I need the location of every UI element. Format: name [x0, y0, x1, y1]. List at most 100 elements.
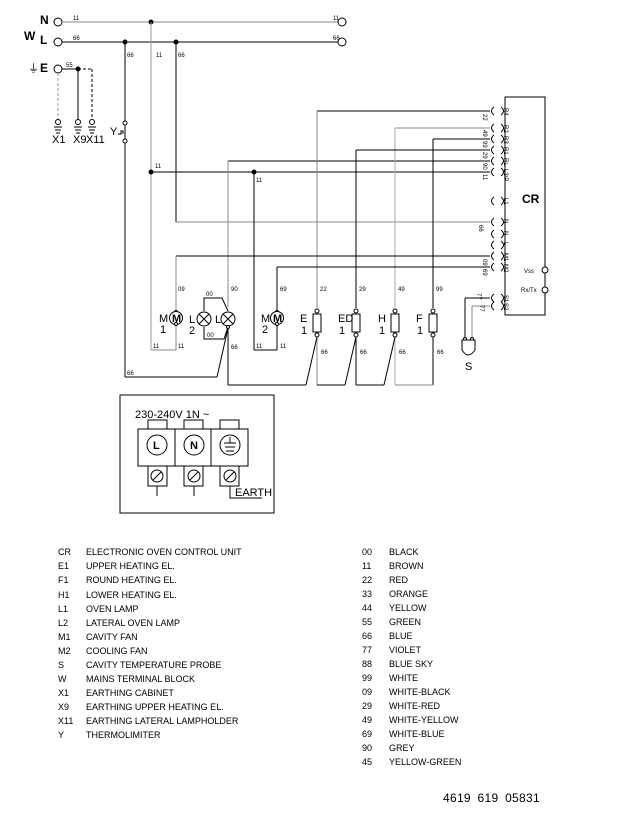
terminal-l-label: L [40, 33, 47, 47]
cooling-fan-motor-icon [270, 310, 284, 326]
legend-description: LATERAL OVEN LAMP [86, 618, 181, 628]
wire-num: 66 [360, 350, 367, 356]
lateral-lamp-icon [196, 311, 212, 327]
wire-num: 00 [206, 292, 213, 298]
legend-code: F1 [58, 575, 69, 585]
wire-num: 49 [481, 130, 487, 137]
terminal-l [53, 37, 63, 47]
legend-description: EARTHING UPPER HEATING EL. [86, 702, 224, 712]
lamp-top-wire [203, 297, 229, 312]
wire-num: 11 [256, 178, 263, 184]
terminal-n [53, 17, 63, 27]
connector-pin-icon [500, 106, 504, 116]
earth-point-x1 [54, 119, 62, 134]
connector-socket-icon [491, 106, 495, 116]
legend-code: H1 [58, 590, 70, 600]
legend-item: X9 EARTHING UPPER HEATING EL. [58, 700, 242, 714]
legend-code: 99 [362, 673, 373, 683]
connector-pin-icon [500, 251, 504, 261]
legend-code: L1 [58, 604, 69, 614]
heater-resistor-icon [351, 313, 361, 333]
legend-description: VIOLET [389, 645, 422, 655]
legend-code: 90 [362, 743, 373, 753]
m2-number: 2 [262, 324, 268, 336]
cr-pin-label: L [502, 242, 508, 246]
supply-terminal-box [119, 394, 275, 514]
document-number: 4619 619 05831 [443, 791, 540, 805]
legend-code: 88 [362, 659, 373, 669]
legend-code: 22 [362, 575, 373, 585]
lamp-diagonal-wire [216, 327, 229, 378]
legend-description: YELLOW [389, 603, 427, 613]
legend-code: 69 [362, 729, 373, 739]
connector-pin-icon [500, 156, 504, 166]
connector-pin-icon [500, 123, 504, 133]
terminal-block-label: W [24, 29, 36, 43]
wire-num: 09 [178, 287, 185, 293]
wire-num: 66 [178, 53, 185, 59]
ed1-letter: ED [338, 313, 353, 325]
wire-num: 66 [437, 350, 444, 356]
color-legend-item: 22 RED [362, 573, 461, 587]
wire-num: 11 [155, 164, 162, 170]
wire-num: 77 [478, 305, 484, 312]
l-bus-end-terminal [337, 37, 347, 47]
vss-terminal [541, 266, 549, 274]
wire-num: 22 [481, 114, 487, 121]
connector-socket-icon [491, 262, 495, 272]
earth-label-x11: X11 [86, 134, 105, 146]
earth-label-x9: X9 [73, 134, 86, 146]
legend-description: UPPER HEATING EL. [86, 561, 175, 571]
legend-description: RED [389, 575, 409, 585]
legend-description: OVEN LAMP [86, 604, 139, 614]
legend-code: 77 [362, 645, 373, 655]
wire-num: 00 [207, 333, 214, 339]
legend-description: MAINS TERMINAL BLOCK [86, 674, 196, 684]
legend-item: F1 ROUND HEATING EL. [58, 573, 242, 587]
connector-pin-icon [500, 229, 504, 239]
wire-num: 11 [481, 174, 487, 181]
l2-number: 2 [189, 325, 195, 337]
wire-num: 09 [481, 259, 487, 266]
terminal-e [53, 64, 63, 74]
temperature-probe-icon [461, 337, 476, 356]
legend-code: 66 [362, 631, 373, 641]
wire-num: 49 [398, 287, 405, 293]
legend-code: M1 [58, 632, 71, 642]
cr-pin-label: R1 [502, 147, 508, 155]
connector-socket-icon [491, 301, 495, 311]
m2-letter: M [261, 313, 270, 325]
legend-code: 45 [362, 757, 373, 767]
h1-number: 1 [379, 325, 385, 337]
legend-code: 11 [362, 561, 372, 571]
heater-resistor-icon [428, 313, 438, 333]
wire-num: 11 [178, 344, 185, 350]
wire-num: 55 [66, 63, 73, 69]
m1-number: 1 [160, 324, 166, 336]
cr-pin-label: R2 [502, 125, 508, 133]
legend-description: CAVITY FAN [86, 632, 138, 642]
terminal-n-label: N [40, 13, 49, 27]
rxtx-terminal [541, 286, 549, 294]
connector-pin-icon [500, 262, 504, 272]
legend-code: X9 [58, 702, 70, 712]
legend-description: BLACK [389, 547, 419, 557]
wire-num: 29 [481, 152, 487, 159]
legend-item: L1 OVEN LAMP [58, 602, 242, 616]
legend-description: LOWER HEATING EL. [86, 590, 177, 600]
connector-socket-icon [491, 196, 495, 206]
legend-description: EARTHING CABINET [86, 688, 174, 698]
supply-voltage-label: 230-240V 1N ~ [135, 409, 209, 421]
legend-description: ROUND HEATING EL. [86, 575, 177, 585]
cr-pin-label: RL [502, 158, 508, 166]
